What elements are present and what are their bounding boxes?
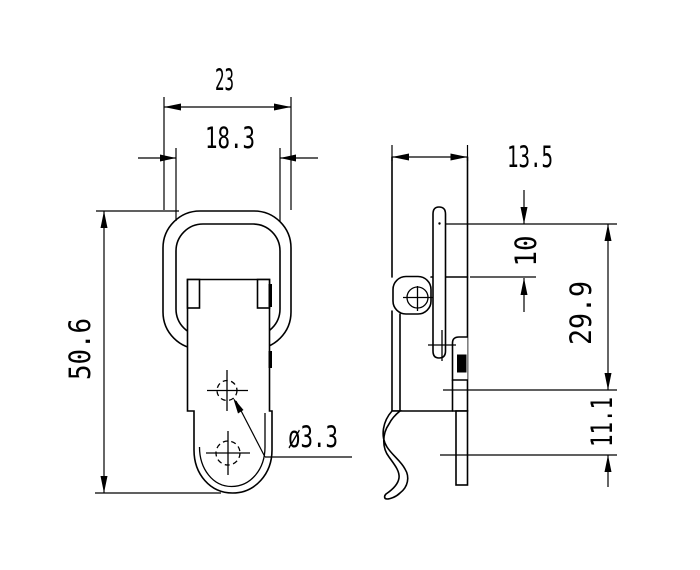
- dim-label-inner-width: 18.3: [205, 121, 255, 155]
- arrowhead: [280, 154, 296, 162]
- dim-label-outer-width: 23: [215, 63, 234, 97]
- side-view: [382, 156, 469, 500]
- front-view: [162, 210, 292, 494]
- dim-label-hook-height: 11.1: [585, 397, 619, 447]
- right-tab-edge-mark: [268, 284, 272, 307]
- lower-plate: [455, 410, 469, 486]
- arrowhead: [450, 153, 468, 161]
- arrowhead: [604, 224, 612, 241]
- arrowhead: [604, 455, 612, 472]
- right-edge-mark: [268, 351, 272, 368]
- strap-point-mark: [438, 222, 441, 225]
- arrowhead: [604, 373, 612, 390]
- arrowhead: [164, 103, 181, 111]
- dim-label-depth: 13.5: [507, 140, 553, 174]
- dim-label-body-height: 29.9: [564, 281, 598, 345]
- latch-body: [186, 278, 273, 494]
- right-tab: [256, 278, 271, 309]
- arrowhead: [274, 103, 291, 111]
- dim-label-loop-offset: 10: [509, 236, 543, 267]
- left-tab: [186, 278, 201, 309]
- arrowhead: [392, 153, 409, 161]
- arrowhead: [100, 211, 108, 228]
- leader-line: [235, 400, 266, 458]
- spring-hook: [382, 410, 409, 500]
- arrowhead: [520, 207, 528, 224]
- arrowhead: [520, 278, 528, 295]
- arrowhead: [100, 476, 108, 493]
- arrowhead: [160, 154, 176, 162]
- keeper-clip-slot: [457, 354, 467, 373]
- dim-label-height: 50.6: [63, 318, 97, 380]
- dimensions: 23 18.3 50.6 ø3.3 13.5 10: [63, 63, 619, 494]
- dim-label-hole-diameter: ø3.3: [288, 420, 338, 454]
- lever-strap: [432, 206, 447, 359]
- curl-inner-contour: [198, 413, 266, 488]
- pivot-curl: [392, 275, 432, 315]
